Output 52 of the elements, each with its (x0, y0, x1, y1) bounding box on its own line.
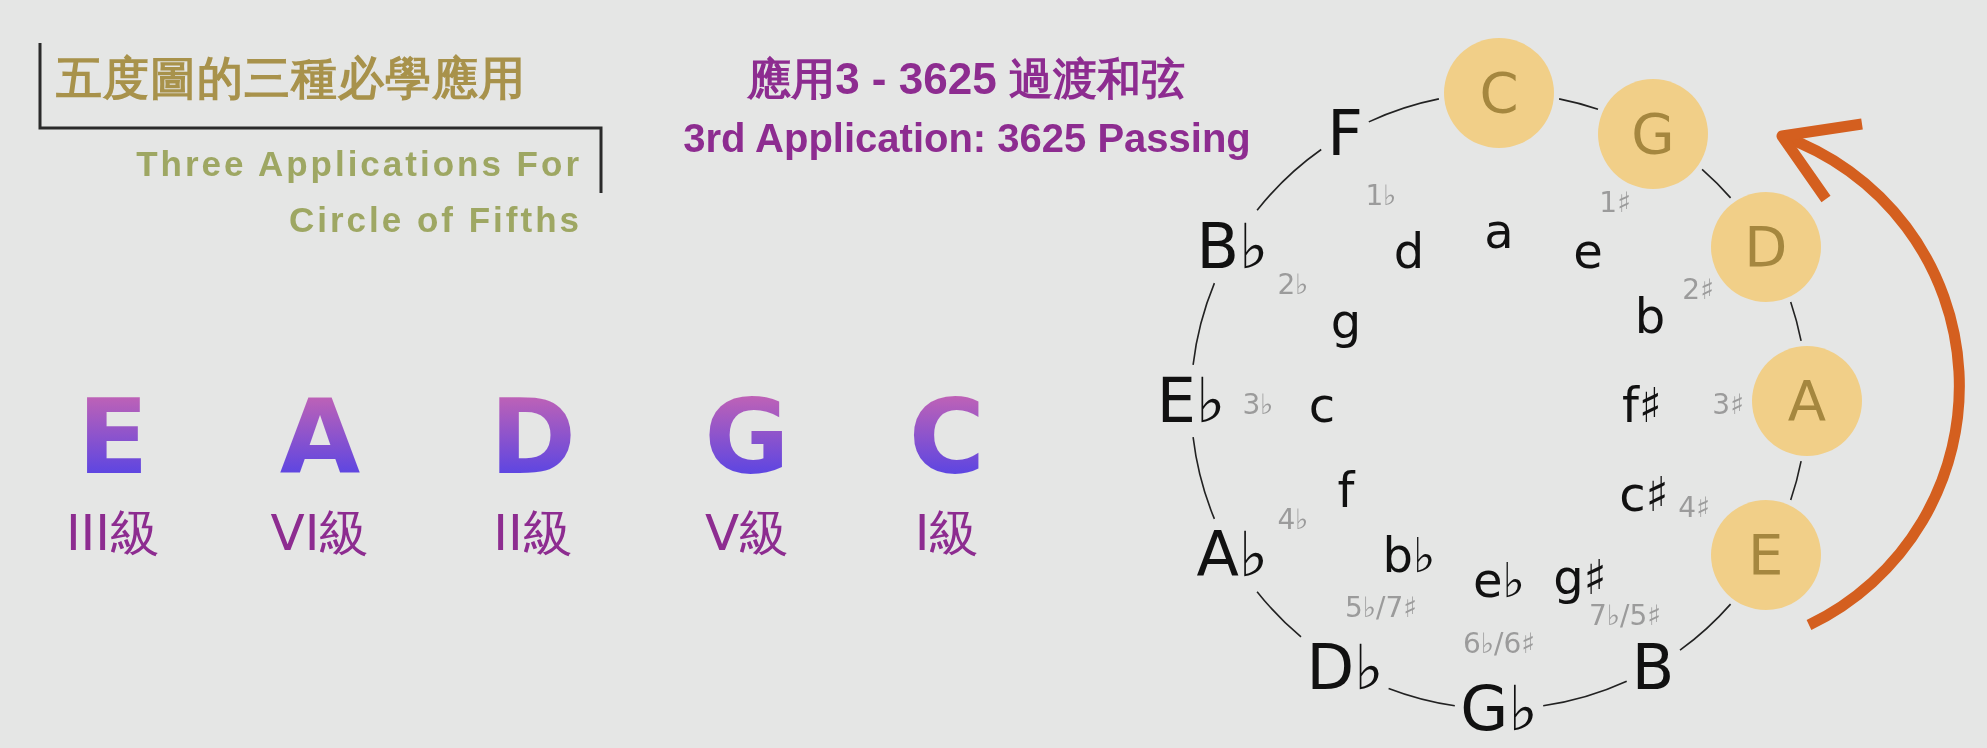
ring-arc (1542, 680, 1628, 707)
key-circle: G (1598, 79, 1708, 190)
key-signature-label: 6♭/6♯ (1463, 630, 1535, 658)
degree-label: III級 (65, 508, 161, 558)
minor-key-label: b♭ (1382, 531, 1436, 579)
key-name: G♭ (1460, 678, 1538, 740)
degree-label: V級 (704, 508, 790, 558)
ring-arc (1192, 282, 1216, 366)
minor-key-label: a (1484, 207, 1514, 255)
minor-key-label: c (1308, 381, 1336, 429)
heading-line: 應用3 - 3625 過渡和弦 (747, 57, 1185, 101)
key-name: A♭ (1196, 524, 1269, 586)
ring-arc (1192, 436, 1216, 520)
key-signature-label: 1♭ (1365, 182, 1397, 210)
minor-key-label: f♯ (1621, 381, 1663, 429)
ring-arc (1368, 98, 1440, 123)
key-circle: C (1444, 38, 1554, 148)
minor-key-label: d (1393, 227, 1425, 275)
key-name: B♭ (1196, 216, 1269, 278)
ring-arc (1256, 590, 1302, 638)
title-text: 五度圖的三種必學應用 (56, 55, 526, 101)
minor-key-label: e♭ (1472, 556, 1526, 604)
heading-line: 3rd Application: 3625 Passing (683, 118, 1251, 158)
key-circle: A (1752, 346, 1862, 456)
key-name: B (1631, 636, 1675, 699)
ring-arc (1701, 168, 1732, 199)
minor-key-label: e (1573, 227, 1603, 275)
key-signature-label: 1♯ (1599, 189, 1631, 217)
key-signature-label: 7♭/5♯ (1589, 602, 1661, 630)
key-signature-label: 3♭ (1242, 391, 1274, 419)
key-name: F (1327, 103, 1363, 166)
key-signature-label: 2♭ (1277, 271, 1309, 299)
minor-key-label: c♯ (1619, 470, 1669, 518)
key-name: D♭ (1306, 636, 1384, 699)
ring-arc (1256, 148, 1322, 212)
ring-arc (1679, 603, 1732, 651)
degree-label: VI級 (270, 508, 370, 558)
key-signature-label: 4♭ (1277, 506, 1309, 534)
ring-arc (1789, 301, 1802, 342)
key-name: E♭ (1156, 370, 1226, 432)
degree-label: II級 (493, 508, 573, 558)
key-signature-label: 3♯ (1712, 391, 1744, 419)
key-circle: E (1710, 500, 1821, 610)
key-signature-label: 5♭/7♯ (1345, 594, 1417, 622)
minor-key-label: b (1634, 292, 1666, 340)
minor-key-label: f (1337, 466, 1355, 514)
subtitle: Three Applications For Circle of Fifths (135, 143, 582, 241)
ring-arc (1558, 98, 1599, 111)
ring-arc (1387, 687, 1456, 707)
degree-label: I級 (914, 508, 980, 558)
key-signature-label: 4♯ (1678, 494, 1710, 522)
ring-arc (1789, 460, 1802, 501)
